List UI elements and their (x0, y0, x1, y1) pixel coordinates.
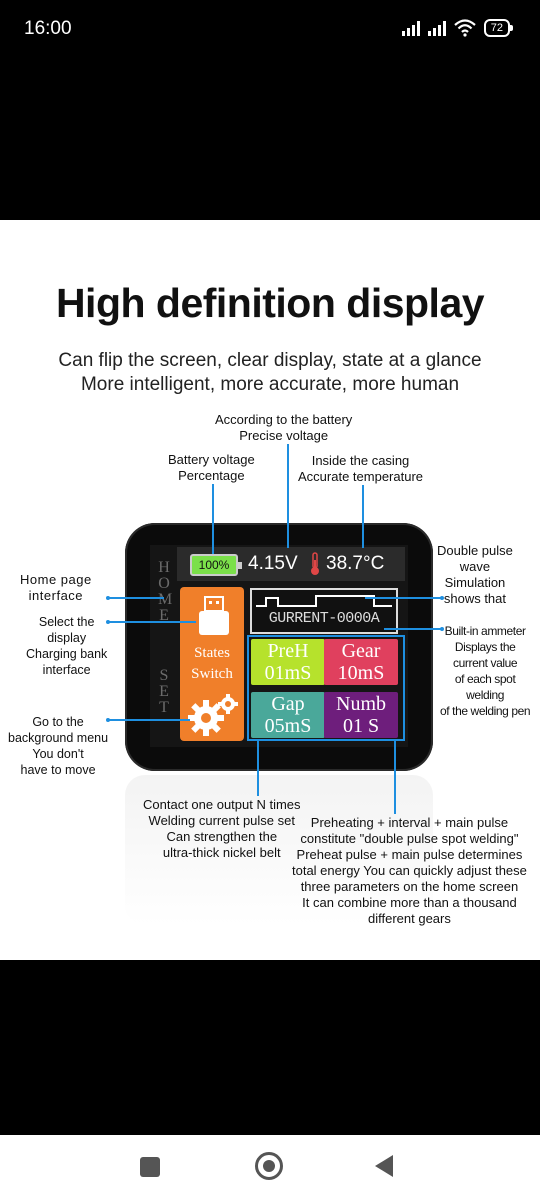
preheat-label: PreH (267, 640, 309, 662)
gap-label: Gap (271, 693, 305, 715)
temperature-readout: 38.7°C (326, 553, 385, 574)
callout-contact: Contact one output N times Welding curre… (143, 797, 301, 860)
states-label: States (194, 645, 230, 661)
pulse-wave-graph (256, 595, 392, 607)
callout-temperature: Inside the casing Accurate temperature (298, 453, 424, 484)
number-label: Numb (336, 693, 386, 715)
switch-label: Switch (191, 666, 233, 682)
gear-value: 10mS (337, 662, 385, 684)
battery-icon: 72 (483, 19, 514, 37)
gap-tile[interactable]: Gap 05mS (251, 692, 325, 738)
gear-label: Gear (341, 640, 381, 662)
status-time: 16:00 (24, 18, 72, 39)
side-label-home: H O M E (158, 559, 173, 624)
device-reflection (125, 775, 433, 925)
signal-icon (427, 20, 446, 36)
preheat-tile[interactable]: PreH 01mS (251, 639, 325, 685)
callout-ammeter: Built-in ammeter Displays the current va… (440, 624, 531, 718)
status-bar: 16:00 72 (0, 0, 540, 60)
gap-value: 05mS (264, 715, 312, 737)
subheadline: Can flip the screen, clear display, stat… (58, 350, 482, 371)
back-button[interactable] (375, 1155, 393, 1177)
callout-battery: Battery voltage Percentage (168, 452, 255, 483)
usb-icon (199, 596, 229, 635)
side-label-set: S E T (159, 667, 169, 716)
wifi-icon (454, 19, 476, 37)
voltage-readout: 4.15V (248, 553, 298, 574)
home-button[interactable] (255, 1152, 283, 1180)
recent-apps-button[interactable] (140, 1157, 160, 1177)
preheat-value: 01mS (264, 662, 312, 684)
signal-icon (401, 20, 420, 36)
number-tile[interactable]: Numb 01 S (324, 692, 398, 738)
current-readout: GURRENT-0000A (268, 610, 380, 627)
callout-pulse: Preheating + interval + main pulse const… (292, 815, 527, 926)
number-value: 01 S (342, 715, 380, 737)
battery-percentage: 100% (190, 554, 242, 576)
callout-home: Home page interface (20, 572, 92, 603)
callout-menu: Go to the background menu You don't have… (8, 715, 109, 777)
navigation-bar (0, 1135, 540, 1200)
subheadline: More intelligent, more accurate, more hu… (80, 374, 460, 395)
gear-tile[interactable]: Gear 10mS (324, 639, 398, 685)
callout-wave: Double pulse wave Simulation shows that (437, 543, 513, 606)
thermometer-icon (311, 552, 319, 575)
product-image: High definition display Can flip the scr… (0, 220, 540, 960)
callout-voltage: According to the battery Precise voltage (215, 412, 353, 443)
settings-gear-icon[interactable] (186, 692, 240, 736)
headline: High definition display (55, 280, 485, 326)
callout-select: Select the display Charging bank interfa… (26, 615, 108, 677)
status-icons: 72 (401, 19, 514, 37)
